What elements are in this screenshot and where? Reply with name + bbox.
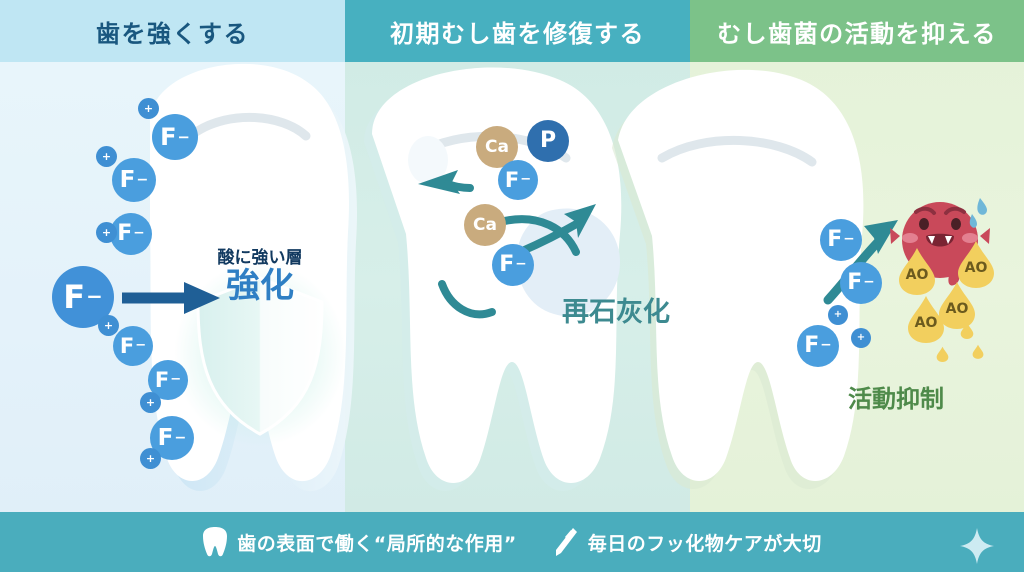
sparkle-icon [960, 528, 994, 564]
footer-item-daily-care: 毎日のフッ化物ケアが大切 [551, 526, 822, 558]
ion-p: P [527, 120, 569, 162]
remineralization-label: 再石灰化 [562, 297, 670, 328]
plus-marker: + [96, 146, 117, 167]
ion-label: + [145, 452, 156, 465]
ion-label: F [160, 123, 177, 151]
ion-f: F− [110, 213, 152, 255]
ion-label: + [145, 396, 156, 409]
ion-label: F [847, 270, 863, 295]
shield-label-group: 酸に強い層 強化 [195, 243, 325, 303]
ion-charge: − [843, 231, 855, 248]
shield-top-label: 酸に強い層 [217, 248, 303, 268]
ion-label: F [117, 221, 133, 246]
header-strengthen-label: 歯を強くする [96, 19, 249, 48]
ion-charge: − [174, 429, 187, 446]
plus-marker: + [851, 328, 871, 348]
ion-label: + [143, 102, 154, 115]
ion-label: Ca [473, 214, 497, 235]
ion-label: F [827, 227, 843, 252]
small-droplet [936, 346, 949, 363]
ion-charge: − [515, 256, 527, 273]
ion-charge: − [177, 127, 190, 146]
header-inhibit-label: むし歯菌の活動を抑える [717, 19, 997, 48]
ion-label: F [504, 167, 520, 192]
fluoride-arrow [122, 282, 220, 314]
footer-topical-text: 歯の表面で働く“局所的な作用” [237, 532, 517, 555]
ion-f: F− [820, 219, 862, 261]
footer-bar: 歯の表面で働く“局所的な作用” 毎日のフッ化物ケアが大切 [0, 512, 1024, 572]
tooth-icon [203, 527, 228, 557]
ion-label: + [103, 319, 114, 332]
ion-f: F− [498, 160, 538, 200]
plus-marker: + [140, 448, 161, 469]
ion-f: F− [148, 360, 188, 400]
ion-label: F [804, 333, 820, 358]
plus-marker: + [828, 305, 848, 325]
droplet-label: AO [914, 314, 938, 331]
plus-marker: + [140, 392, 161, 413]
antibacterial-droplet: AO [906, 295, 946, 345]
ion-charge: − [820, 337, 832, 354]
ion-label: + [101, 226, 112, 239]
small-droplet [960, 322, 974, 340]
ion-f: F− [840, 262, 882, 304]
ion-charge: − [863, 274, 875, 291]
antibacterial-droplet: AO [937, 281, 977, 331]
ion-label: Ca [485, 136, 509, 157]
inhibition-label: 活動抑制 [848, 385, 944, 413]
ion-label: F [499, 252, 515, 277]
droplet-label: AO [945, 300, 969, 317]
ion-charge: − [135, 338, 147, 354]
droplet-label: AO [964, 259, 988, 276]
header-repair: 初期むし歯を修復する [345, 0, 690, 62]
ion-label: + [833, 309, 843, 320]
ion-label: + [856, 332, 866, 343]
ion-f: F− [797, 325, 839, 367]
ion-charge: − [133, 225, 145, 242]
ion-label: F [63, 278, 86, 316]
plus-marker: + [138, 98, 159, 119]
toothbrush-icon [555, 528, 577, 556]
plus-marker: + [96, 222, 117, 243]
ion-charge: − [86, 285, 103, 309]
small-droplet [972, 344, 984, 360]
antibacterial-droplet: AO [897, 247, 937, 297]
ion-label: F [157, 424, 174, 451]
droplet-label: AO [905, 266, 929, 283]
ion-label: P [539, 128, 557, 153]
ion-label: F [119, 333, 135, 358]
header-strengthen: 歯を強くする [0, 0, 345, 62]
header-inhibit: むし歯菌の活動を抑える [690, 0, 1024, 62]
ion-charge: − [520, 172, 532, 188]
footer-daily-care-text: 毎日のフッ化物ケアが大切 [587, 532, 822, 555]
ion-f: F− [113, 326, 153, 366]
ion-label: F [154, 367, 170, 392]
ion-f: F− [112, 158, 156, 202]
antibacterial-droplet: AO [956, 240, 996, 290]
ion-label: + [101, 150, 112, 163]
shield-main-label: 強化 [226, 266, 294, 306]
ion-f: F− [152, 114, 198, 160]
ion-f: F− [492, 244, 534, 286]
ion-charge: − [170, 372, 182, 388]
ion-charge: − [136, 171, 149, 188]
ion-label: F [119, 166, 136, 193]
plus-marker: + [98, 315, 119, 336]
footer-item-topical: 歯の表面で働く“局所的な作用” [202, 526, 516, 558]
ion-ca: Ca [464, 204, 506, 246]
header-repair-label: 初期むし歯を修復する [390, 19, 645, 48]
